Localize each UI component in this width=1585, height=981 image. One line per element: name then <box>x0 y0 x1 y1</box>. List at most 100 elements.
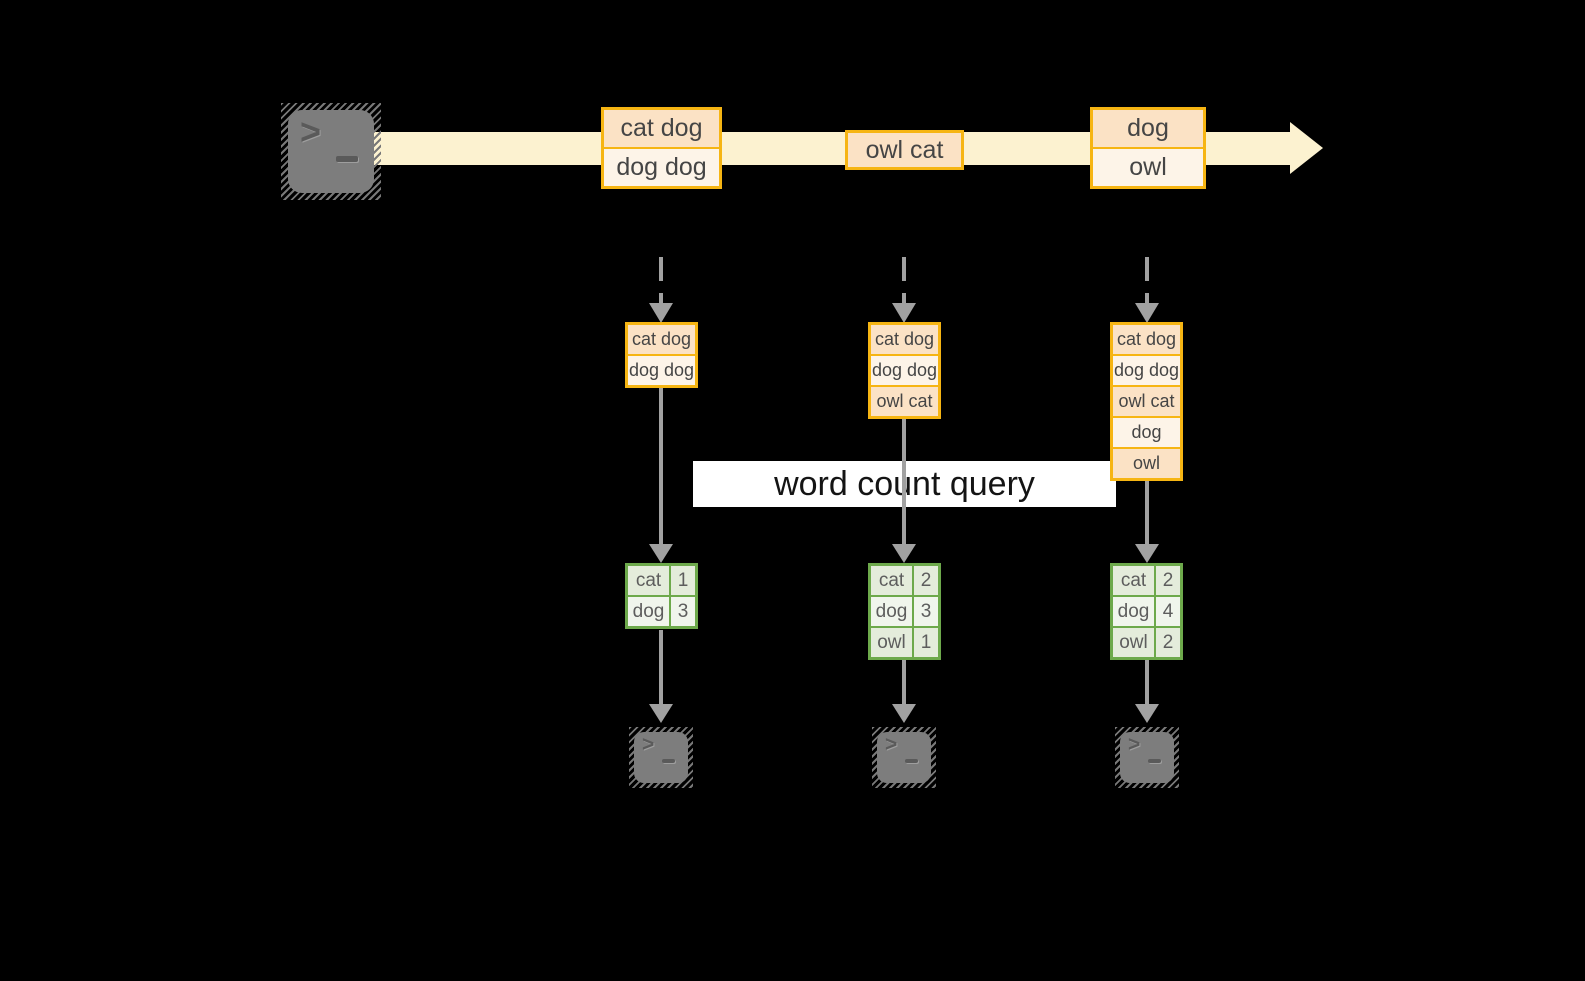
ingest-arrow-line-1 <box>659 257 663 303</box>
state-record-text: cat dog <box>1116 329 1177 349</box>
prompt-chevron-icon: > <box>642 733 655 756</box>
prompt-underscore-icon <box>336 156 358 162</box>
state-record-text: owl <box>1132 453 1160 473</box>
count-value: 1 <box>677 569 689 591</box>
count-value: 2 <box>1162 569 1174 591</box>
state-box-3: cat dog dog dog owl cat dog owl <box>1110 322 1183 481</box>
state-box-1: cat dog dog dog <box>625 322 698 388</box>
stream-record: owl cat <box>848 133 961 167</box>
count-word-cell: owl <box>871 628 912 657</box>
stream-record-text: owl cat <box>865 135 944 164</box>
emit-arrow-line-3 <box>1145 660 1149 704</box>
stream-record: cat dog <box>604 110 719 147</box>
source-terminal-icon: > <box>281 103 381 200</box>
count-word: dog <box>632 600 665 622</box>
process-arrow-line-2 <box>902 419 906 544</box>
count-value-cell: 1 <box>671 566 695 595</box>
state-record: owl cat <box>871 387 938 416</box>
state-record-text: dog dog <box>871 360 938 380</box>
count-value-cell: 2 <box>914 566 938 595</box>
count-word: dog <box>875 600 908 622</box>
count-value: 2 <box>920 569 932 591</box>
sink-terminal-icon-3: > <box>1115 727 1179 788</box>
count-value-cell: 2 <box>1156 566 1180 595</box>
count-word-cell: dog <box>871 597 912 626</box>
count-row: owl 2 <box>1113 628 1180 657</box>
state-record-text: dog <box>1131 422 1162 442</box>
count-value-cell: 4 <box>1156 597 1180 626</box>
state-record: dog dog <box>1113 356 1180 385</box>
stream-record-text: owl <box>1129 153 1167 181</box>
count-value-cell: 3 <box>914 597 938 626</box>
stream-record-text: cat dog <box>620 114 703 142</box>
sink-terminal-icon-1: > <box>629 727 693 788</box>
process-arrow-line-3 <box>1145 481 1149 544</box>
stream-batch-3: dog owl <box>1090 107 1206 189</box>
count-word: cat <box>1120 569 1147 591</box>
ingest-arrow-line-3 <box>1145 257 1149 303</box>
state-box-2: cat dog dog dog owl cat <box>868 322 941 419</box>
count-value: 2 <box>1162 631 1174 653</box>
prompt-underscore-icon <box>662 759 675 763</box>
stream-record: owl <box>1093 149 1203 186</box>
state-record-text: cat dog <box>631 329 692 349</box>
process-arrow-line-1 <box>659 388 663 544</box>
state-record: dog dog <box>628 356 695 385</box>
count-table-3: cat 2 dog 4 owl 2 <box>1110 563 1183 660</box>
emit-arrowhead-3 <box>1135 704 1159 723</box>
ingest-arrow-line-2 <box>902 257 906 303</box>
prompt-underscore-icon <box>1148 759 1161 763</box>
state-record: cat dog <box>628 325 695 354</box>
stream-record: dog dog <box>604 149 719 186</box>
prompt-chevron-icon: > <box>1128 733 1141 756</box>
count-row: cat 2 <box>1113 566 1180 595</box>
terminal-screen: > <box>1120 732 1174 783</box>
count-word: owl <box>1119 631 1148 653</box>
count-word-cell: cat <box>871 566 912 595</box>
state-record-text: owl cat <box>876 391 933 411</box>
stream-record-text: dog <box>1127 114 1169 142</box>
state-record: dog <box>1113 418 1180 447</box>
stream-batch-2: owl cat <box>845 130 964 170</box>
stream-arrowhead-icon <box>1290 122 1323 174</box>
process-arrowhead-1 <box>649 544 673 563</box>
state-record-text: owl cat <box>1118 391 1175 411</box>
count-row: dog 4 <box>1113 597 1180 626</box>
count-word: owl <box>877 631 906 653</box>
terminal-screen: > <box>877 732 931 783</box>
stream-record: dog <box>1093 110 1203 147</box>
count-word: dog <box>1117 600 1150 622</box>
state-record: owl cat <box>1113 387 1180 416</box>
process-arrowhead-3 <box>1135 544 1159 563</box>
emit-arrowhead-2 <box>892 704 916 723</box>
count-word: cat <box>635 569 662 591</box>
emit-arrow-line-2 <box>902 660 906 704</box>
emit-arrow-line-1 <box>659 630 663 704</box>
count-value: 3 <box>677 600 689 622</box>
count-value-cell: 2 <box>1156 628 1180 657</box>
count-word-cell: owl <box>1113 628 1154 657</box>
count-word-cell: cat <box>1113 566 1154 595</box>
stream-batch-1: cat dog dog dog <box>601 107 722 189</box>
process-arrowhead-2 <box>892 544 916 563</box>
count-word-cell: cat <box>628 566 669 595</box>
count-value-cell: 1 <box>914 628 938 657</box>
count-row: dog 3 <box>628 597 695 626</box>
stream-record-text: dog dog <box>616 153 707 181</box>
state-record: cat dog <box>871 325 938 354</box>
state-record-text: cat dog <box>874 329 935 349</box>
prompt-chevron-icon: > <box>300 111 322 152</box>
state-record-text: dog dog <box>1113 360 1180 380</box>
count-row: cat 1 <box>628 566 695 595</box>
count-value-cell: 3 <box>671 597 695 626</box>
terminal-screen: > <box>288 110 374 193</box>
count-value: 4 <box>1162 600 1174 622</box>
state-record-text: dog dog <box>628 360 695 380</box>
count-row: dog 3 <box>871 597 938 626</box>
count-word-cell: dog <box>628 597 669 626</box>
emit-arrowhead-1 <box>649 704 673 723</box>
count-table-2: cat 2 dog 3 owl 1 <box>868 563 941 660</box>
ingest-arrowhead-1 <box>649 303 673 323</box>
count-row: owl 1 <box>871 628 938 657</box>
